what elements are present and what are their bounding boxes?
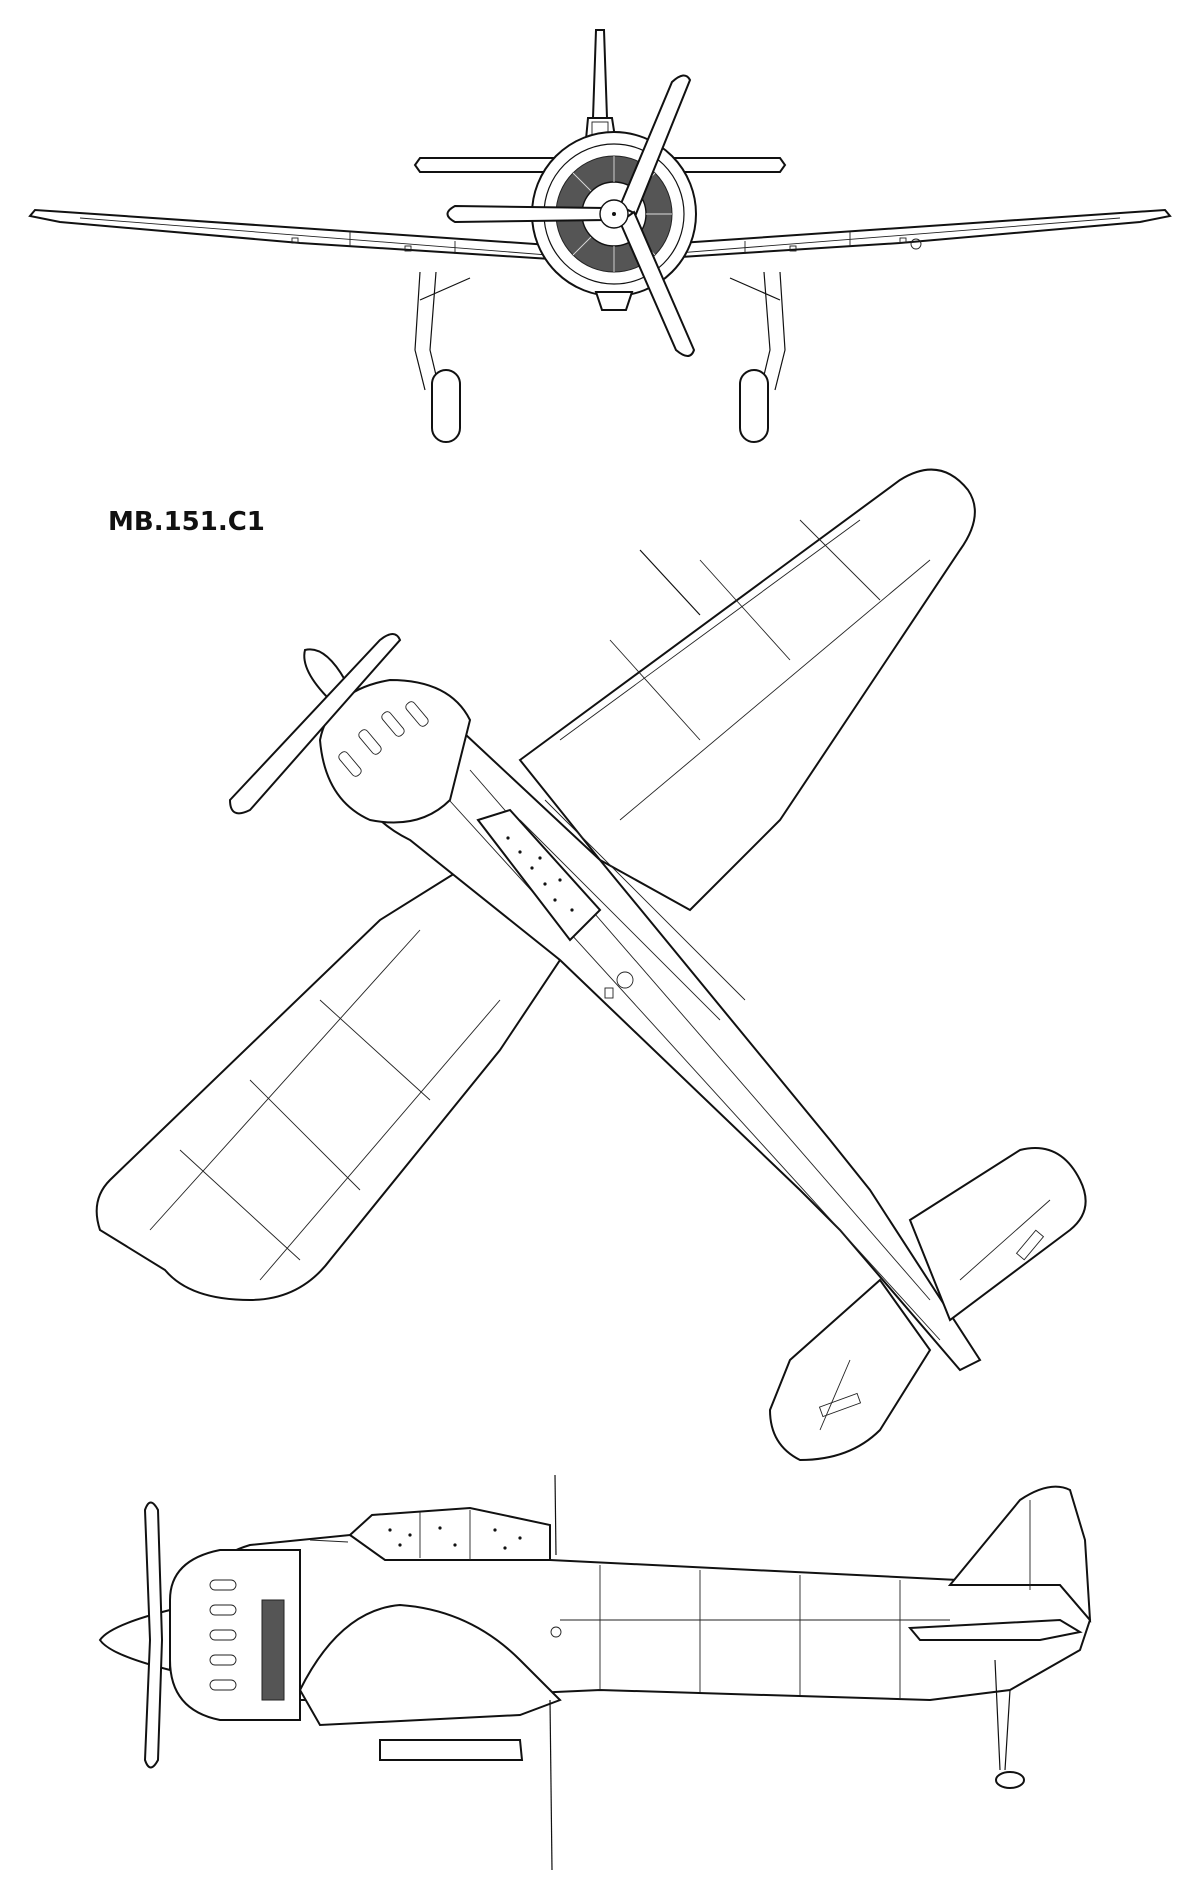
front-right-wheel bbox=[739, 369, 769, 443]
side-view bbox=[98, 1474, 1092, 1871]
side-propeller bbox=[143, 1501, 164, 1769]
plan-propeller bbox=[228, 633, 402, 815]
side-fin bbox=[947, 1485, 1092, 1623]
plan-left-wing bbox=[95, 868, 562, 1302]
plan-cockpit-canopy bbox=[476, 808, 602, 942]
plan-view bbox=[95, 468, 1087, 1462]
plan-right-wing bbox=[518, 468, 976, 912]
plan-wing-panel-lines bbox=[149, 519, 931, 1281]
front-propeller-blade-up bbox=[618, 74, 692, 216]
aircraft-designation: MB.151.C1 bbox=[108, 507, 265, 537]
front-view bbox=[28, 29, 1172, 443]
plan-engine-cowling bbox=[318, 678, 472, 824]
plan-left-tailplane bbox=[768, 1278, 932, 1462]
plan-right-tailplane bbox=[908, 1147, 1087, 1322]
side-tailplane bbox=[907, 1618, 1083, 1641]
front-fin bbox=[591, 29, 609, 119]
side-wing bbox=[298, 1603, 562, 1727]
plan-canopy-rivets bbox=[506, 836, 574, 912]
front-propeller-blade-down bbox=[618, 210, 696, 357]
front-left-wheel bbox=[431, 369, 461, 443]
front-propeller-blade-left bbox=[446, 204, 607, 224]
side-canopy bbox=[348, 1506, 551, 1561]
side-exhaust-grille bbox=[261, 1599, 285, 1701]
